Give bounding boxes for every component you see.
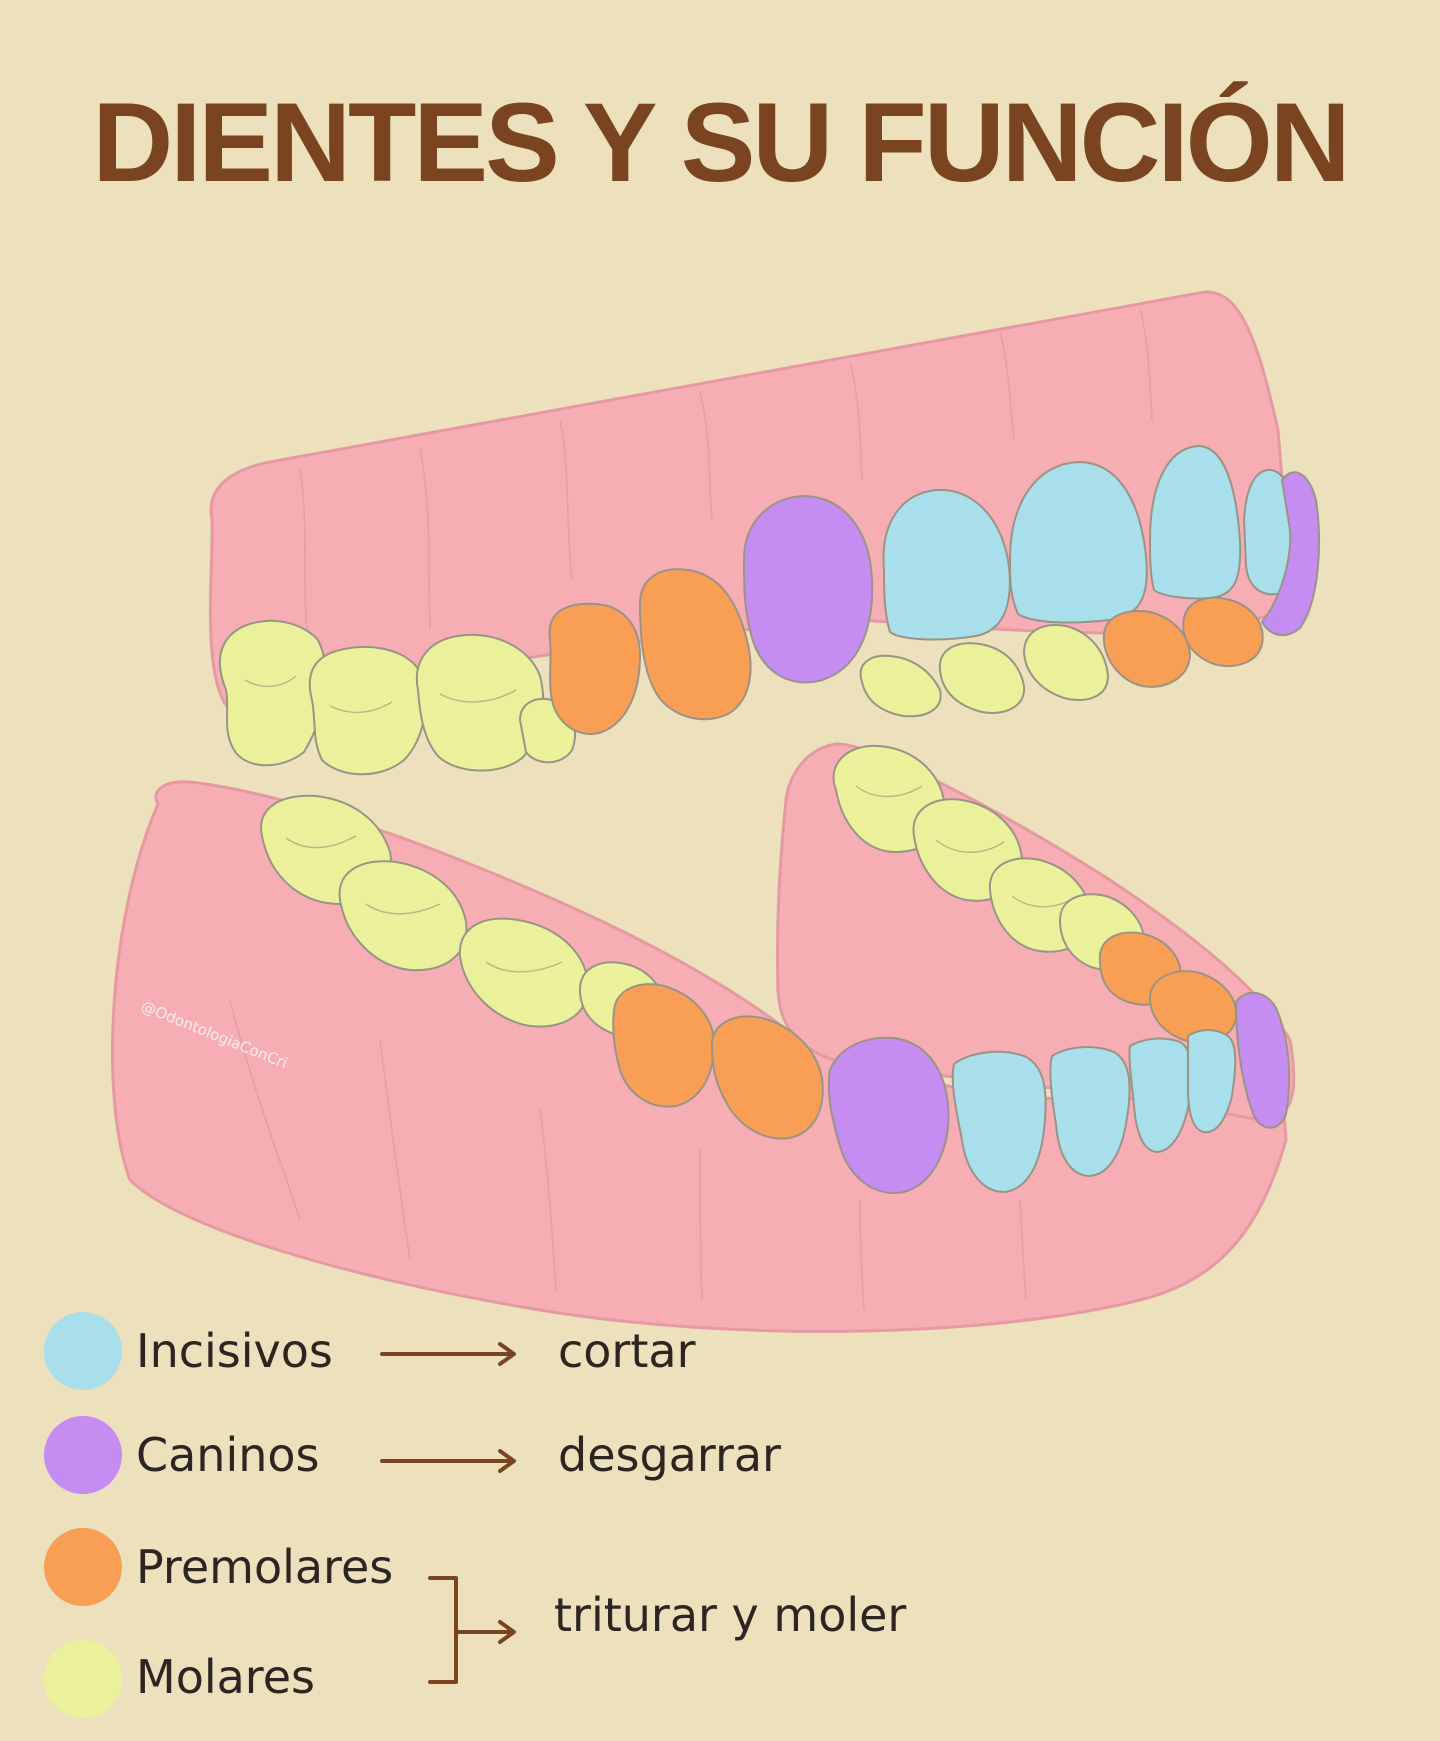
arrow-incisivos [380, 1342, 516, 1366]
upper-back-molar-r3 [1023, 624, 1109, 701]
upper-incisor-3 [1149, 445, 1242, 600]
lower-canine [827, 1036, 950, 1194]
upper-incisor-1 [882, 488, 1011, 641]
lower-premolar-1 [612, 983, 715, 1108]
page-title: DIENTES Y SU FUNCIÓN [92, 80, 1350, 205]
lower-back-canine [1235, 992, 1291, 1129]
upper-premolar-2 [639, 568, 752, 721]
upper-back-molar-r1 [859, 654, 942, 718]
upper-canine-right [1261, 471, 1320, 637]
upper-back-premolar-r2 [1182, 596, 1264, 667]
upper-incisor-2 [1009, 461, 1148, 624]
arrow-caninos [380, 1449, 516, 1473]
upper-back-molar-r2 [938, 642, 1026, 714]
lower-incisor-3 [1128, 1037, 1193, 1153]
lower-premolar-2 [711, 1015, 824, 1140]
lower-incisor-4 [1187, 1029, 1237, 1134]
lower-incisor-1 [951, 1050, 1047, 1193]
upper-premolar-1 [548, 602, 641, 735]
lower-molar-2 [338, 860, 468, 972]
upper-back-premolar-r1 [1102, 610, 1191, 688]
lower-incisor-2 [1049, 1046, 1131, 1177]
bracket-premolares-molares [428, 1576, 516, 1684]
upper-canine [743, 495, 874, 684]
